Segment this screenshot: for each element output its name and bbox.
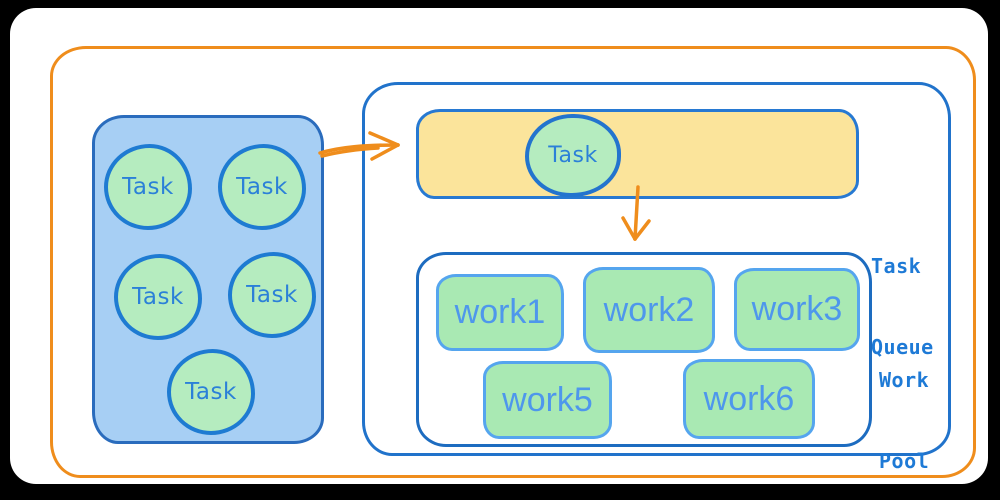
task-node-label: Task: [548, 143, 598, 168]
outer-orange-frame: [50, 46, 976, 478]
task-queue-bar: Task: [416, 109, 859, 199]
task-node: Task: [228, 252, 316, 338]
task-node: Task: [218, 144, 306, 230]
task-node: Task: [114, 254, 202, 340]
task-node-label: Task: [122, 174, 174, 200]
task-node-label: Task: [236, 174, 288, 200]
task-node-label: Task: [185, 379, 237, 405]
worker-node-label: work6: [703, 379, 795, 418]
pending-task-pool: Task Task Task Task Task: [92, 115, 324, 444]
work-pool-label-line2: Pool: [879, 449, 930, 473]
worker-node: work2: [583, 267, 715, 353]
worker-node: work1: [436, 274, 564, 351]
task-queue-label-line2: Queue: [871, 335, 934, 359]
worker-node-label: work5: [502, 380, 593, 419]
task-queue-label-line1: Task: [871, 254, 922, 278]
task-node-label: Task: [246, 282, 298, 308]
worker-node: work6: [683, 359, 815, 439]
task-node: Task: [104, 144, 192, 230]
queued-task-node: Task: [525, 114, 621, 197]
worker-node-label: work3: [751, 290, 843, 328]
worker-node-label: work1: [454, 293, 546, 331]
worker-node: work5: [483, 361, 612, 439]
work-pool-label: Work Pool: [879, 313, 979, 500]
work-pool-label-line1: Work: [879, 368, 930, 392]
system-container: Task Task Queue work1 work2 work3 work5: [362, 82, 951, 473]
task-node-label: Task: [132, 284, 184, 310]
worker-node-label: work2: [603, 290, 695, 329]
task-queue-label: Task Queue: [871, 199, 971, 415]
whiteboard-card: Task Task Task Task Task Task T: [10, 8, 988, 484]
work-pool-container: work1 work2 work3 work5 work6: [416, 252, 872, 447]
worker-node: work3: [734, 268, 860, 351]
task-node: Task: [167, 349, 255, 435]
